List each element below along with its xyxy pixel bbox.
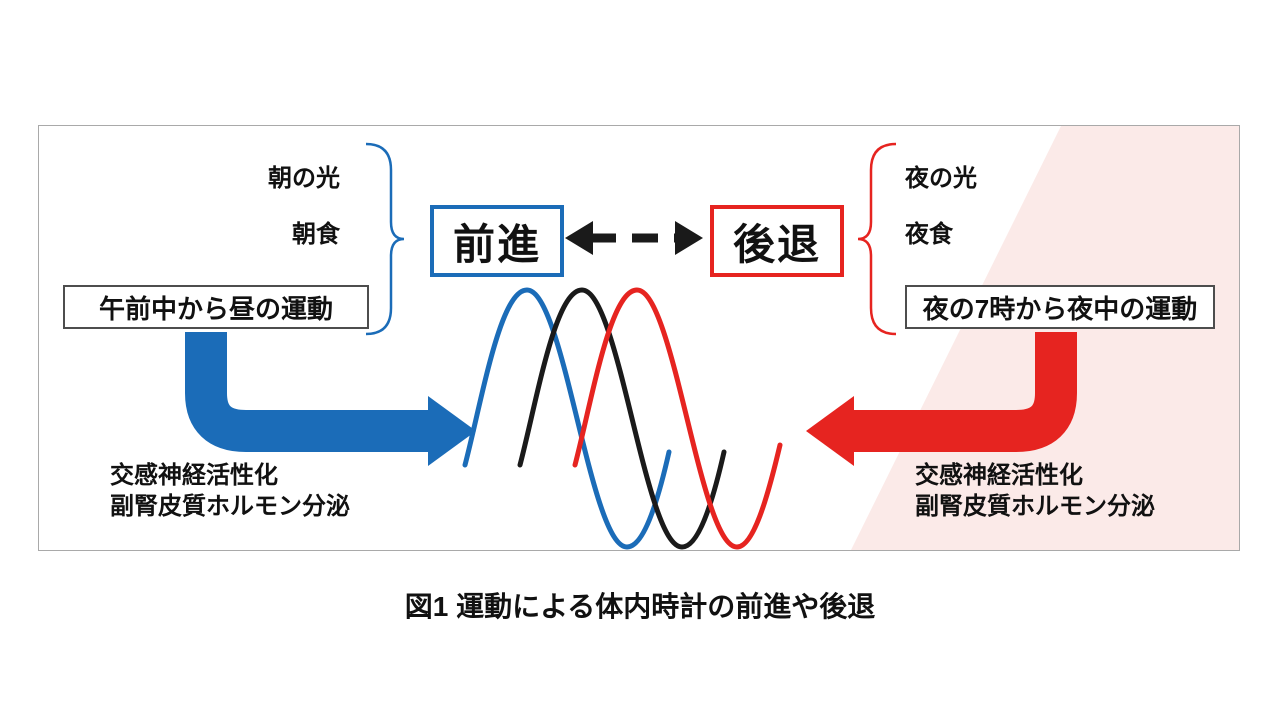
night-light-label: 夜の光 [905,165,977,192]
delay-box: 後退 [710,205,844,277]
right-effect-line2: 副腎皮質ホルモン分泌 [915,493,1155,520]
left-effect-line2: 副腎皮質ホルモン分泌 [110,493,350,520]
figure-caption: 図1 運動による体内時計の前進や後退 [404,591,876,622]
morning-exercise-label: 午前中から昼の運動 [98,293,333,324]
morning-exercise-box: 午前中から昼の運動 [63,285,369,329]
breakfast-label: 朝食 [292,221,340,248]
left-effect-line1: 交感神経活性化 [110,462,278,489]
left-effect-text: 交感神経活性化 副腎皮質ホルモン分泌 [110,460,350,522]
morning-light-label: 朝の光 [268,165,340,192]
night-meal-label: 夜食 [905,221,953,248]
night-exercise-label: 夜の7時から夜中の運動 [922,293,1198,324]
advance-label: 前進 [452,220,541,268]
advance-box: 前進 [430,205,564,277]
delay-label: 後退 [732,220,821,268]
night-exercise-box: 夜の7時から夜中の運動 [905,285,1215,329]
right-effect-text: 交感神経活性化 副腎皮質ホルモン分泌 [915,460,1155,522]
right-effect-line1: 交感神経活性化 [915,462,1083,489]
